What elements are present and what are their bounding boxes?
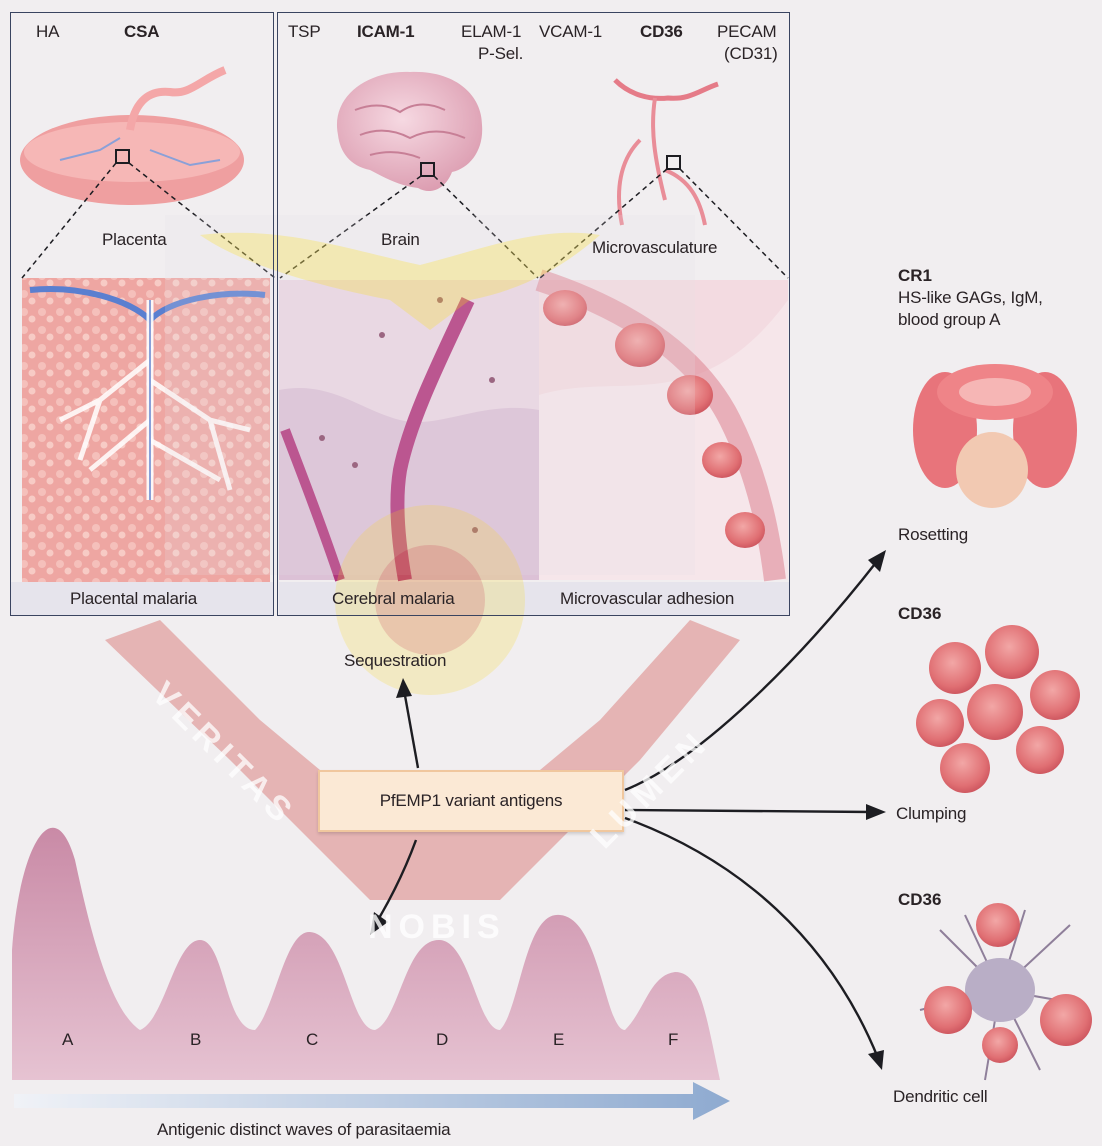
receptor-cd36: CD36 [640, 22, 683, 42]
pfemp1-label: PfEMP1 variant antigens [380, 791, 563, 811]
receptor-psel: P-Sel. [478, 44, 523, 64]
wave-label-d: D [436, 1030, 448, 1050]
placenta-label: Placenta [102, 230, 167, 250]
receptor-tsp: TSP [288, 22, 320, 42]
placental-panel [10, 12, 274, 616]
vascular-panel [277, 12, 790, 616]
rosetting-ligands-line1: HS-like GAGs, IgM, [898, 288, 1043, 308]
wave-label-e: E [553, 1030, 564, 1050]
receptor-pecam: PECAM [717, 22, 776, 42]
dendritic-label: Dendritic cell [893, 1087, 988, 1107]
wave-label-a: A [62, 1030, 73, 1050]
dendritic-receptor: CD36 [898, 890, 941, 910]
wave-label-b: B [190, 1030, 201, 1050]
placental-malaria-caption: Placental malaria [70, 589, 197, 609]
clumping-label: Clumping [896, 804, 966, 824]
rosette-illustration [913, 364, 1077, 508]
rosetting-ligands-line2: blood group A [898, 310, 1000, 330]
receptor-icam: ICAM-1 [357, 22, 414, 42]
watermark-word-bottom: NOBIS [368, 908, 506, 947]
rosetting-receptor: CR1 [898, 266, 932, 286]
receptor-ha: HA [36, 22, 59, 42]
cerebral-malaria-caption: Cerebral malaria [332, 589, 454, 609]
wave-label-f: F [668, 1030, 678, 1050]
microvasculature-label: Microvasculature [592, 238, 717, 258]
clumping-receptor: CD36 [898, 604, 941, 624]
pfemp1-box: PfEMP1 variant antigens [318, 770, 624, 832]
microvascular-adhesion-caption: Microvascular adhesion [560, 589, 734, 609]
receptor-elam: ELAM-1 [461, 22, 521, 42]
sequestration-label: Sequestration [344, 651, 446, 671]
dendritic-illustration [920, 903, 1092, 1080]
brain-label: Brain [381, 230, 420, 250]
receptor-cd31: (CD31) [724, 44, 778, 64]
time-arrow [14, 1082, 730, 1120]
rosetting-label: Rosetting [898, 525, 968, 545]
clump-illustration [916, 625, 1080, 793]
wave-label-c: C [306, 1030, 318, 1050]
receptor-csa: CSA [124, 22, 159, 42]
receptor-vcam: VCAM-1 [539, 22, 602, 42]
waves-axis-label: Antigenic distinct waves of parasitaemia [157, 1120, 450, 1140]
